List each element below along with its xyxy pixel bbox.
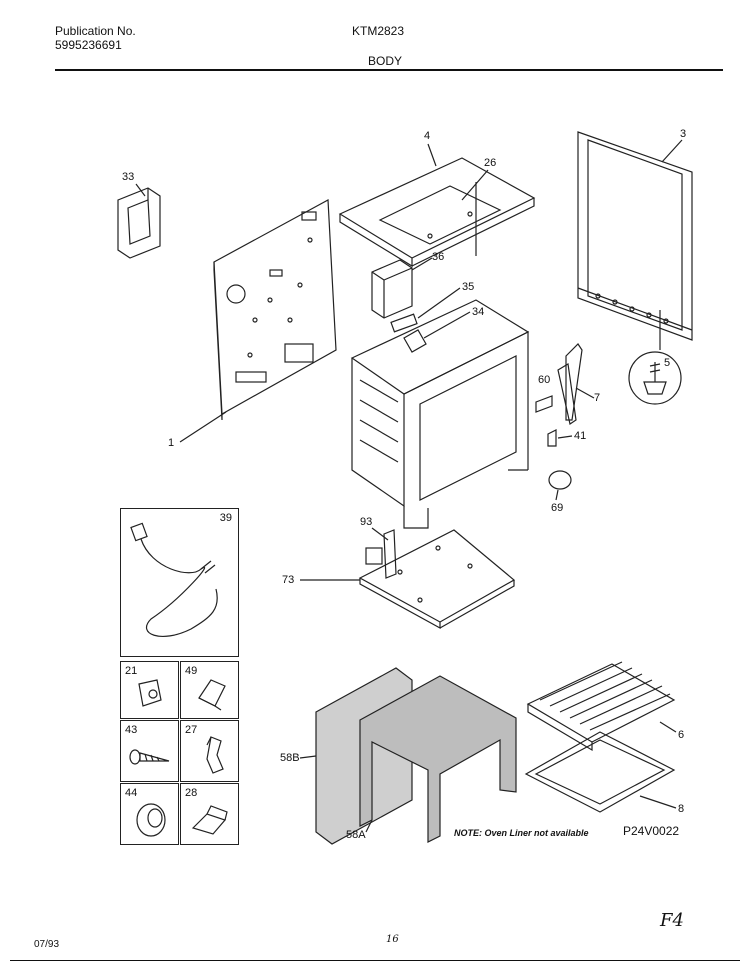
inset-label-21: 21: [125, 665, 138, 677]
publication-number: 5995236691: [55, 38, 122, 52]
part-1-back-panel: [213, 199, 337, 421]
callout-34: 34: [472, 306, 485, 318]
part-73-bottom-panel: [358, 529, 516, 630]
header-rule: [55, 69, 723, 71]
callout-4: 4: [424, 130, 431, 142]
callout-69: 69: [551, 502, 564, 514]
callout-6: 6: [678, 729, 685, 741]
inset-27: 27: [180, 720, 239, 782]
callout-93: 93: [360, 516, 373, 528]
section-title: BODY: [368, 54, 403, 68]
model-number: KTM2823: [352, 24, 405, 38]
footer-rule: [10, 960, 740, 961]
part-33-bracket: [117, 187, 161, 259]
callout-8: 8: [678, 803, 685, 815]
inset-43: 43: [120, 720, 179, 782]
drawing-code: P24V0022: [623, 824, 680, 838]
inset-44: 44: [120, 783, 179, 845]
part-35-clip: [390, 313, 418, 333]
part-28-bracket-drawing: [191, 805, 228, 835]
part-8-oven-liner: [524, 731, 676, 813]
callout-36: 36: [432, 251, 445, 263]
callout-58b: 58B: [280, 752, 300, 764]
inset-label-44: 44: [125, 787, 138, 799]
part-44-bushing-drawing: [136, 803, 166, 837]
inset-label-28: 28: [185, 787, 198, 799]
date-code: 07/93: [34, 939, 60, 950]
part-34-bracket: [403, 329, 427, 353]
part-7-hinge: [557, 343, 583, 425]
callout-35: 35: [462, 281, 475, 293]
handwritten-mark: F4: [660, 910, 684, 931]
inset-label-49: 49: [185, 665, 198, 677]
part-36-duct: [371, 259, 413, 319]
callout-60: 60: [538, 374, 551, 386]
part-3-side-panel: [577, 131, 693, 341]
part-41-clip: [547, 429, 557, 447]
inset-28: 28: [180, 783, 239, 845]
callout-1: 1: [168, 437, 175, 449]
part-43-screw-drawing: [129, 749, 170, 765]
inset-49: 49: [180, 661, 239, 719]
note-oven-liner: NOTE: Oven Liner not available: [454, 828, 589, 838]
callout-26: 26: [484, 157, 497, 169]
part-60-hinge-pin: [535, 395, 553, 413]
part-27-clip-drawing: [206, 736, 224, 774]
part-93-bracket: [365, 529, 397, 579]
inset-label-43: 43: [125, 724, 138, 736]
callout-58a: 58A: [346, 829, 366, 841]
part-49-drawing: [198, 679, 226, 711]
inset-39-power-cord: 39: [120, 508, 239, 657]
callout-7: 7: [594, 392, 601, 404]
inset-label-27: 27: [185, 724, 198, 736]
callout-3: 3: [680, 128, 687, 140]
part-58a-insulation: [359, 675, 517, 843]
part-4-top-panel: [338, 157, 536, 268]
callout-5: 5: [664, 357, 671, 369]
part-6-oven-rack: [526, 661, 676, 752]
publication-label: Publication No.: [55, 24, 136, 38]
part-69-plug: [548, 470, 572, 490]
inset-21: 21: [120, 661, 179, 719]
part-21-drawing: [138, 679, 162, 707]
callout-33: 33: [122, 171, 135, 183]
callout-41: 41: [574, 430, 587, 442]
power-cord-drawing: [130, 522, 218, 637]
oven-cabinet-body: [350, 299, 530, 529]
part-5-leveling-leg: [628, 351, 682, 405]
inset-label-39: 39: [219, 512, 232, 524]
callout-73: 73: [282, 574, 295, 586]
page-mark: 16: [386, 934, 399, 945]
